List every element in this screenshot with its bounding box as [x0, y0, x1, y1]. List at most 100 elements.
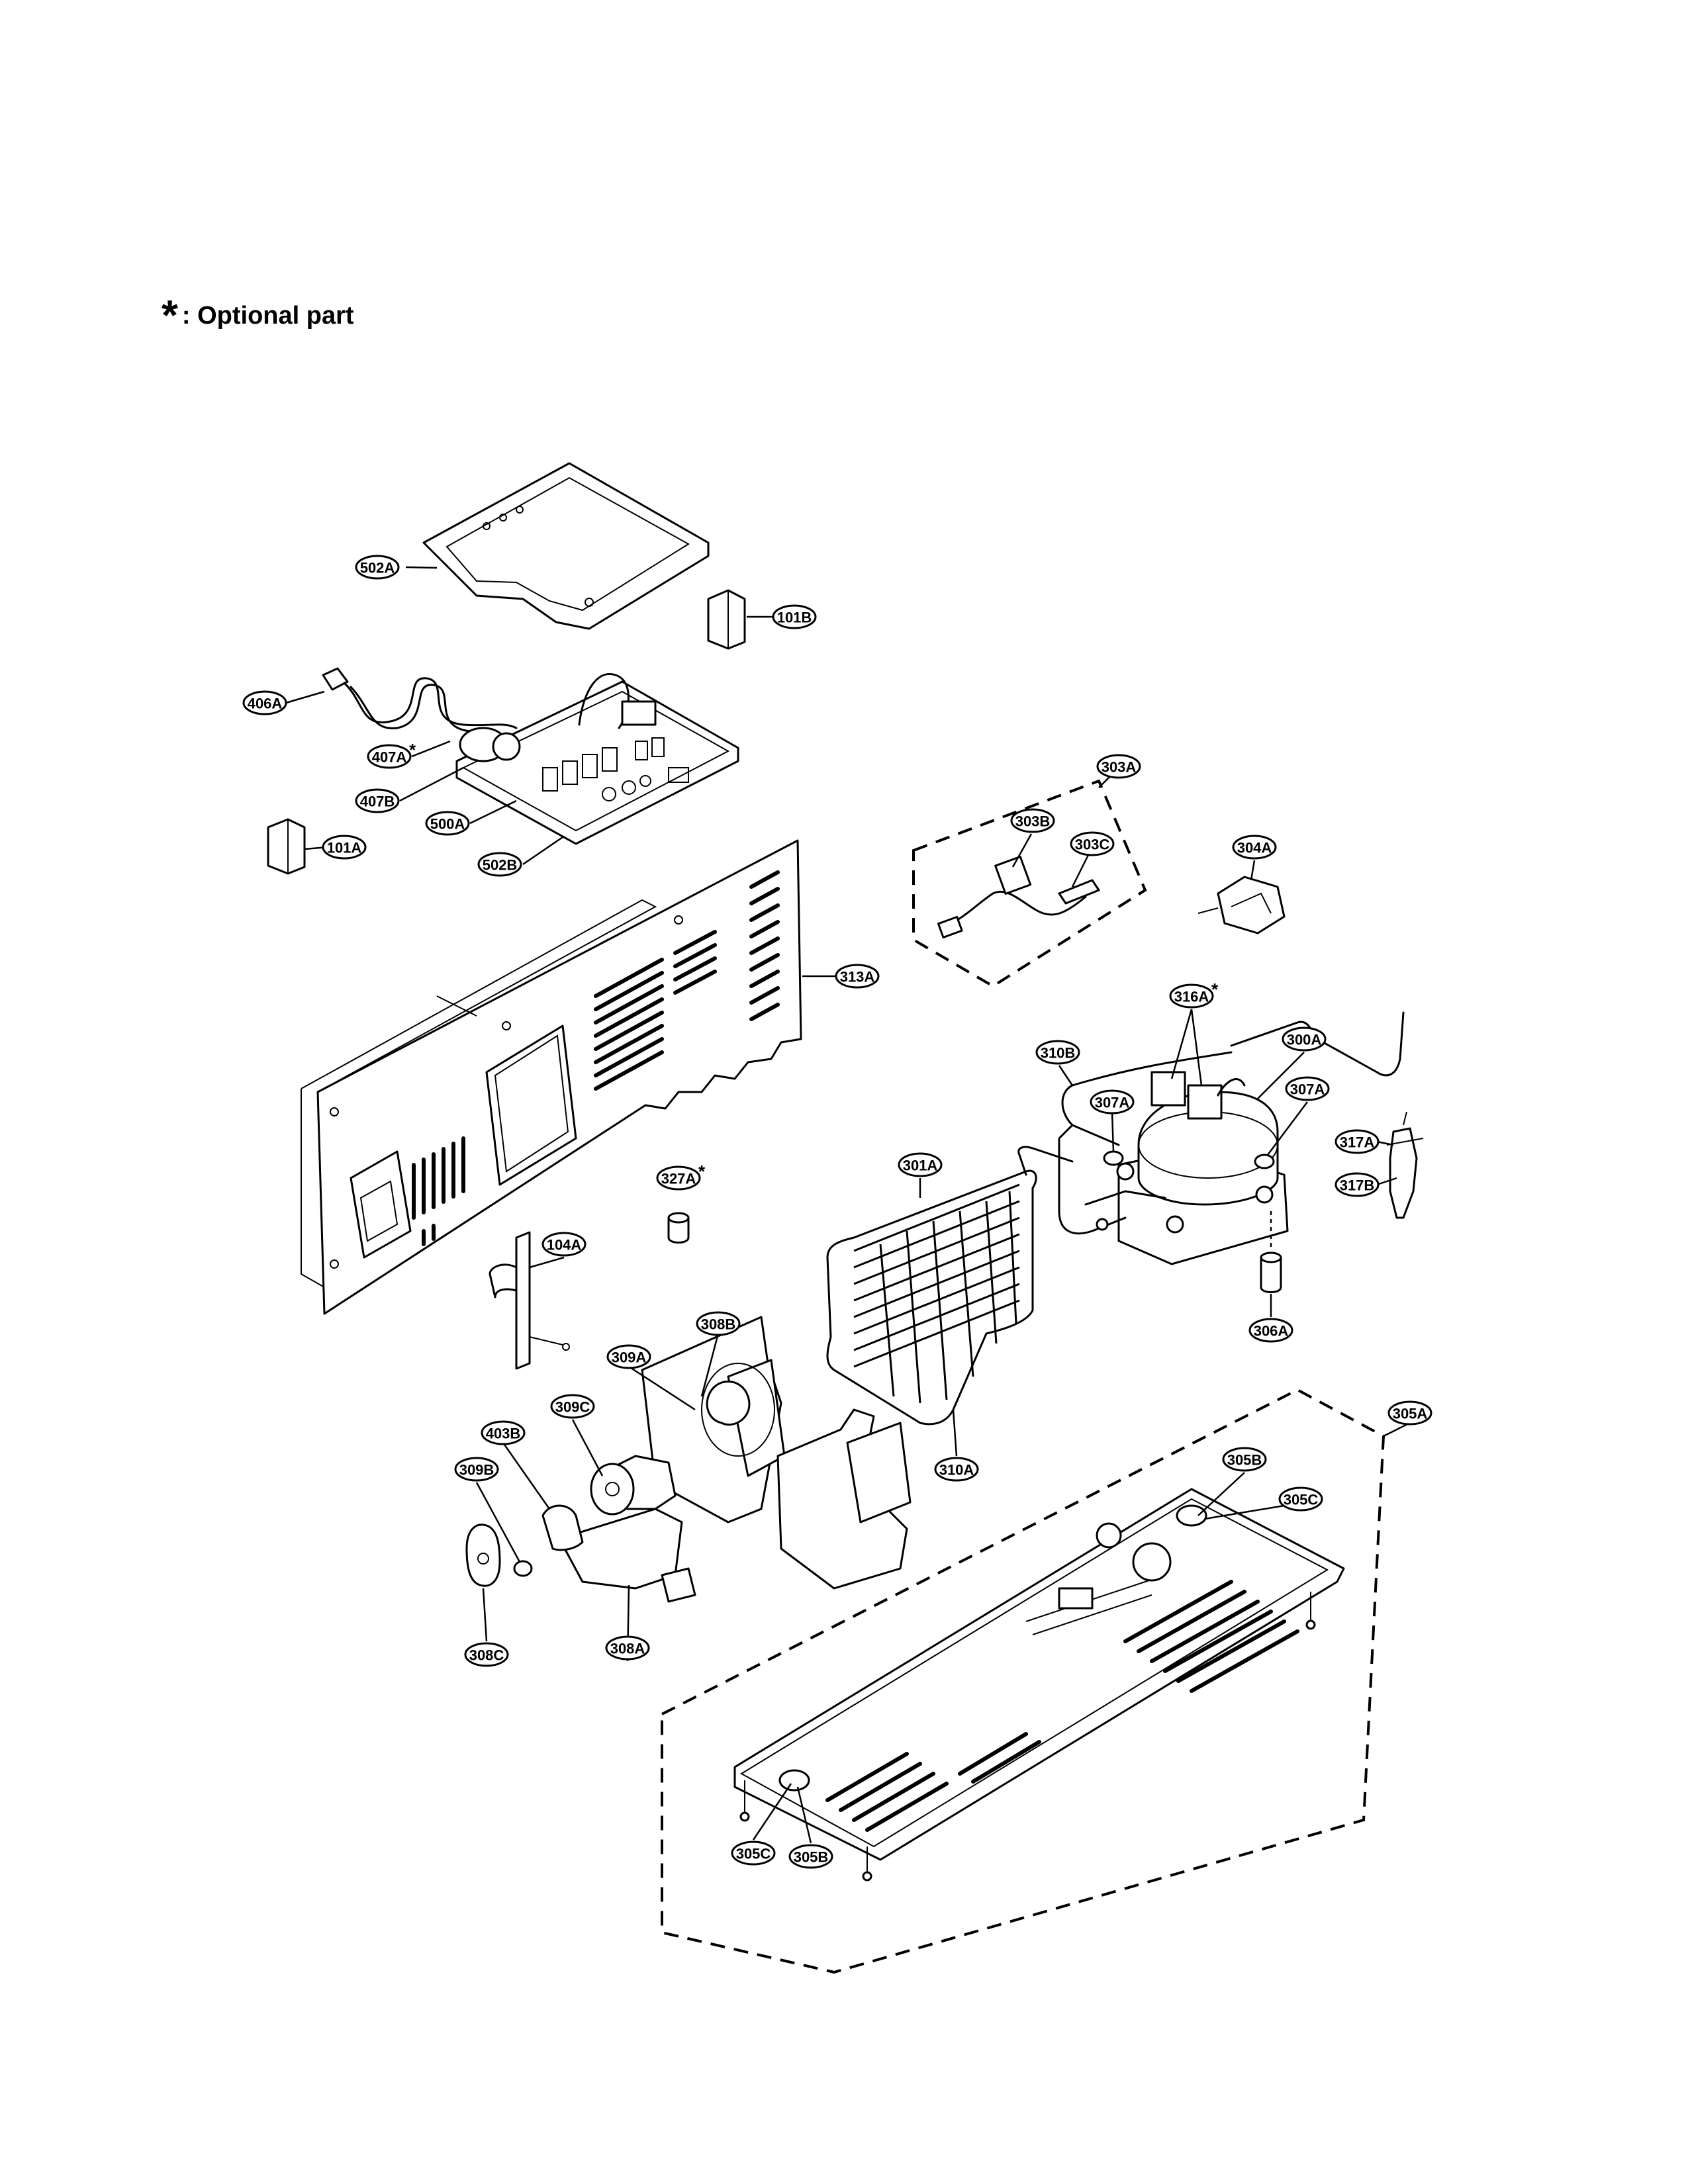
callout-bubble	[1169, 983, 1214, 1009]
part-callout-305c: 305C	[1278, 1486, 1323, 1512]
callout-bubble	[1222, 1447, 1267, 1472]
part-callout-327a: 327A*	[656, 1161, 706, 1191]
part-callout-304a: 304A	[1232, 835, 1277, 860]
callout-label: 407B	[360, 794, 395, 810]
callout-label: 327A	[661, 1171, 696, 1187]
callout-bubble	[355, 788, 400, 813]
condenser-drawing	[826, 1146, 1074, 1426]
part-callout-305a: 305A	[1387, 1400, 1432, 1426]
callout-bubble	[550, 1394, 595, 1419]
callout-label: 310B	[1041, 1045, 1076, 1062]
callout-bubble	[1232, 835, 1277, 860]
callout-label: 303C	[1075, 837, 1110, 853]
callout-label: 104A	[547, 1237, 582, 1253]
optional-asterisk: *	[162, 291, 178, 339]
part-callout-310a: 310A	[934, 1457, 979, 1482]
part-callout-406a: 406A	[242, 690, 287, 715]
control-board-drawing	[455, 673, 739, 845]
part-callout-307a: 307A	[1090, 1089, 1135, 1115]
bushing-327a-drawing	[667, 1212, 690, 1244]
callout-bubble	[1248, 1318, 1293, 1343]
rear-cover-panel-drawing	[301, 839, 802, 1315]
callout-bubble	[898, 1152, 943, 1177]
callout-label: 407A	[372, 749, 407, 766]
callout-bubble	[454, 1457, 499, 1482]
part-callout-308b: 308B	[696, 1311, 741, 1336]
callout-label: 307A	[1095, 1095, 1130, 1111]
part-callout-502a: 502A	[355, 555, 400, 580]
callout-label: 101A	[327, 840, 362, 856]
callout-label: 308A	[610, 1641, 645, 1657]
part-callout-407b: 407B	[355, 788, 400, 813]
grommets-drawing	[1103, 1150, 1275, 1169]
connector-317-drawing	[1386, 1111, 1424, 1219]
part-callout-303c: 303C	[1070, 831, 1115, 856]
callout-label: 308C	[469, 1647, 504, 1664]
fan-blade-and-cap-drawing	[465, 1504, 584, 1587]
base-grille-left	[825, 1732, 1041, 1832]
callout-bubble	[1090, 1089, 1135, 1115]
callout-bubble	[367, 744, 412, 769]
part-callout-303b: 303B	[1010, 808, 1055, 833]
callout-bubble	[1010, 808, 1055, 833]
callout-bubble	[1278, 1486, 1323, 1512]
callout-label: 305B	[1227, 1452, 1262, 1469]
callout-bubble	[541, 1232, 586, 1257]
callout-bubble	[656, 1165, 701, 1191]
part-callout-313a: 313A	[835, 964, 880, 989]
part-callout-309a: 309A	[606, 1344, 651, 1369]
relay-group-outline	[912, 779, 1147, 988]
spacer-306a-drawing	[1260, 1211, 1282, 1293]
part-callout-310b: 310B	[1035, 1040, 1080, 1065]
part-callout-502b: 502B	[477, 852, 522, 877]
callout-bubble	[696, 1311, 741, 1336]
grille-right	[594, 870, 780, 1091]
callout-bubble	[934, 1457, 979, 1482]
callout-label: 306A	[1254, 1323, 1289, 1340]
callout-bubble	[1070, 831, 1115, 856]
callout-bubble	[1335, 1129, 1380, 1154]
part-callout-308c: 308C	[464, 1642, 509, 1667]
base-plate-group-outline	[661, 1388, 1385, 1974]
callout-bubble	[835, 964, 880, 989]
part-callout-309c: 309C	[550, 1394, 595, 1419]
base-grille-right	[1123, 1580, 1299, 1693]
part-callout-317a: 317A	[1335, 1129, 1380, 1154]
callout-bubble	[477, 852, 522, 877]
callout-label: 313A	[840, 969, 875, 985]
callout-bubble	[425, 811, 470, 836]
callout-bubble	[355, 555, 400, 580]
control-box-cover-drawing	[422, 462, 710, 630]
callout-label: 308B	[701, 1316, 736, 1333]
callout-label: 502A	[360, 560, 395, 576]
callout-bubble	[322, 835, 367, 860]
part-callout-101b: 101B	[772, 604, 817, 629]
callout-label: 307A	[1290, 1081, 1325, 1098]
callout-layer: 502A101B406A407A*407B500A101A502B303A303…	[242, 555, 1432, 1869]
callout-bubble	[1096, 754, 1141, 779]
callout-bubble	[1387, 1400, 1432, 1426]
part-callout-305c: 305C	[731, 1841, 776, 1866]
callout-label: 305A	[1393, 1406, 1428, 1422]
drain-tube-drawing	[489, 1231, 570, 1370]
callout-label: 500A	[430, 816, 465, 833]
clamp-304a-drawing	[1197, 876, 1286, 934]
grille-left	[412, 1136, 465, 1246]
part-callout-403b: 403B	[481, 1420, 526, 1445]
callout-label: 309A	[612, 1349, 647, 1366]
bracket-101b-drawing	[707, 589, 746, 650]
callout-bubble	[731, 1841, 776, 1866]
callout-bubble	[788, 1844, 833, 1869]
part-callout-317b: 317B	[1335, 1172, 1380, 1197]
part-callout-305b: 305B	[788, 1844, 833, 1869]
part-callout-316a: 316A*	[1169, 979, 1219, 1009]
callout-label: 305B	[794, 1849, 829, 1866]
callout-label: 502B	[483, 857, 518, 874]
callout-bubble	[1035, 1040, 1080, 1065]
callout-label: 303A	[1102, 759, 1137, 776]
callout-label: 309C	[555, 1399, 590, 1416]
legend-text: : Optional part	[181, 302, 354, 330]
callout-label: 304A	[1237, 840, 1272, 856]
callout-bubble	[606, 1344, 651, 1369]
